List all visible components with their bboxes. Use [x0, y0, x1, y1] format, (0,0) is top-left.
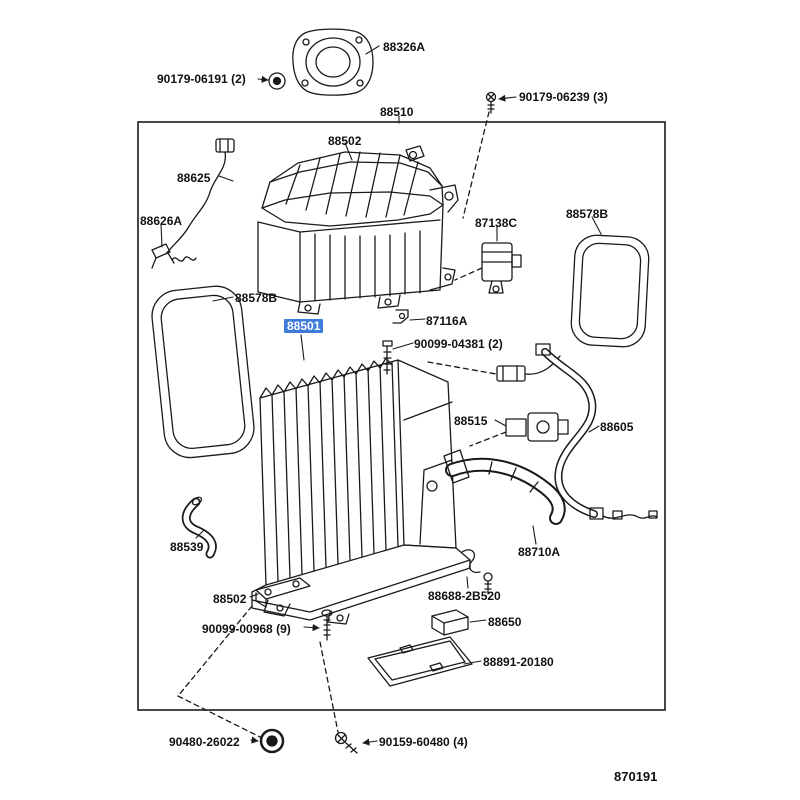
screw-00968-art: [321, 609, 333, 641]
part-label-90099-04381-2-[interactable]: 90099-04381 (2): [414, 337, 503, 351]
part-label-88502[interactable]: 88502: [213, 592, 247, 606]
blower-case-art: [257, 145, 459, 315]
bottom-screw-art: [334, 731, 358, 754]
wire-harness-art: [151, 138, 235, 269]
lower-bracket-art: [255, 577, 311, 608]
clip-art: [461, 549, 493, 595]
part-label-88501[interactable]: 88501: [284, 319, 324, 333]
screw-04381-art: [382, 340, 393, 375]
diagram-code: 870191: [614, 769, 658, 784]
grommet-screw-art: [268, 72, 286, 90]
seal-right-art: [570, 234, 650, 348]
part-label-88515[interactable]: 88515: [454, 414, 488, 428]
bottom-grommet-art: [259, 728, 285, 754]
top-right-screw-art: [485, 91, 497, 114]
part-label-88650[interactable]: 88650: [488, 615, 522, 629]
part-label-88502[interactable]: 88502: [328, 134, 362, 148]
part-label-88326a[interactable]: 88326A: [383, 40, 426, 54]
drain-hose-art: [181, 496, 217, 559]
leader-lines: [160, 45, 602, 746]
part-label-88625[interactable]: 88625: [177, 171, 211, 185]
part-label-88626a[interactable]: 88626A: [140, 214, 183, 228]
part-label-87116a[interactable]: 87116A: [426, 314, 468, 328]
diagram-frame: [137, 121, 666, 711]
part-label-88891-20180[interactable]: 88891-20180: [483, 655, 554, 669]
part-label-90099-00968-9-[interactable]: 90099-00968 (9): [202, 622, 291, 636]
mount-plate-art: [292, 28, 374, 96]
part-label-90159-60480-4-[interactable]: 90159-60480 (4): [379, 735, 468, 749]
part-label-88510[interactable]: 88510: [380, 105, 414, 119]
part-label-88605[interactable]: 88605: [600, 420, 634, 434]
valve-art: [496, 355, 569, 442]
evaporator-art: [251, 357, 471, 625]
part-label-88710a[interactable]: 88710A: [518, 545, 561, 559]
part-label-90179-06191-2-[interactable]: 90179-06191 (2): [157, 72, 246, 86]
resistor-art: [481, 242, 522, 294]
part-label-88578b[interactable]: 88578B: [566, 207, 609, 221]
pipe-art: [535, 343, 658, 520]
duct-art: [443, 449, 566, 525]
part-label-87138c[interactable]: 87138C: [475, 216, 518, 230]
clamp-art: [392, 309, 409, 324]
part-label-90480-26022[interactable]: 90480-26022: [169, 735, 240, 749]
small-box-art: [431, 609, 469, 636]
part-label-88539[interactable]: 88539: [170, 540, 204, 554]
tray-art: [367, 636, 473, 687]
seal-left-art: [151, 285, 255, 459]
part-label-88578b[interactable]: 88578B: [235, 291, 278, 305]
part-label-88688-2b520[interactable]: 88688-2B520: [428, 589, 501, 603]
part-label-90179-06239-3-[interactable]: 90179-06239 (3): [519, 90, 608, 104]
